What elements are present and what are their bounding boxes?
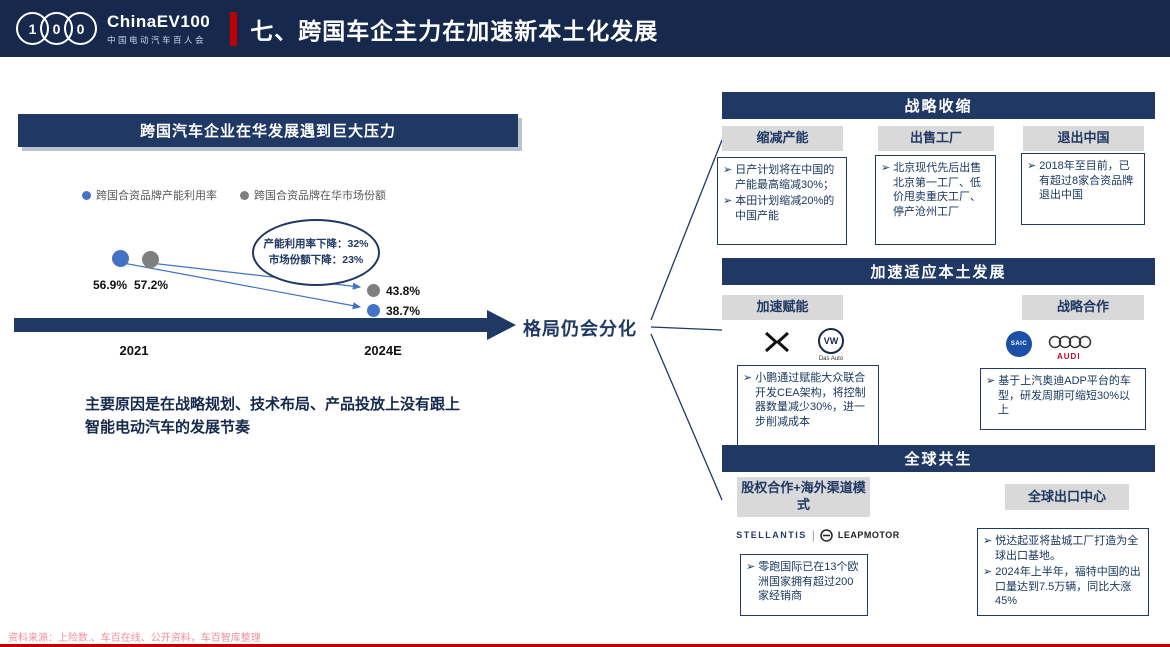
datapoint-share-2024 (367, 284, 380, 297)
brand-block: ChinaEV100 中国电动汽车百人会 (107, 12, 210, 46)
vw-logo: VW (818, 328, 844, 354)
datapoint-capacity-2021 (112, 250, 129, 267)
bullet-ford-export: ➢ 2024年上半年，福特中国的出口量达到7.5万辆，同比大涨45% (983, 566, 1141, 608)
textbox-reduce-capacity: ➢ 日产计划将在中国的产能最高缩减30%； ➢ 本田计划缩减20%的中国产能 (717, 157, 847, 245)
logo-separator: | (811, 528, 815, 542)
center-branch-label: 格局仍会分化 (523, 319, 637, 339)
textbox-leapmotor-international: ➢ 零跑国际已在13个欧洲国家拥有超过200家经销商 (740, 554, 868, 616)
bullet-leapmotor-dealers: ➢ 零跑国际已在13个欧洲国家拥有超过200家经销商 (746, 561, 859, 603)
legend-label-capacity: 跨国合资品牌产能利用率 (96, 190, 217, 202)
timeline-bar (14, 318, 488, 332)
stellantis-leapmotor-logos: STELLANTIS | LEAPMOTOR (722, 528, 914, 542)
leapmotor-icon (820, 528, 833, 542)
value-capacity-2024: 38.7% (386, 304, 421, 318)
decline-callout: 产能利用率下降：32% 市场份额下降：23% (252, 219, 380, 286)
textbox-sell-factories: ➢ 北京现代先后出售北京第一工厂、低价甩卖重庆工厂、停产沧州工厂 (875, 155, 996, 245)
vw-monogram: VW (823, 336, 839, 346)
x-label-2024e: 2024E (364, 343, 402, 358)
bullet-nissan: ➢ 日产计划将在中国的产能最高缩减30%； (723, 164, 835, 191)
xpeng-logo (764, 331, 790, 353)
left-panel-note: 主要原因是在战略规划、技术布局、产品投放上没有跟上智能电动汽车的发展节奏 (85, 396, 461, 437)
datapoint-share-2021 (142, 251, 159, 268)
subheader-global-export-center: 全球出口中心 (1005, 484, 1129, 510)
ev100-logo: 1 0 0 (16, 12, 97, 45)
callout-line-share: 市场份额下降：23% (268, 253, 364, 266)
brand-name: ChinaEV100 (107, 11, 211, 31)
brand-subtitle: 中国电动汽车百人会 (107, 34, 207, 45)
saic-wordmark: SAIC (1010, 341, 1028, 347)
value-share-2024: 43.8% (386, 284, 421, 298)
source-note: 资料来源：上险数.、车百在线、公开资料，车百智库整理 (8, 633, 261, 644)
logo-ring-3: 0 (64, 12, 97, 45)
leapmotor-wordmark: LEAPMOTOR (837, 530, 900, 540)
value-share-2021: 57.2% (134, 278, 169, 292)
value-capacity-2021: 56.9% (93, 278, 128, 292)
legend-item-share: 跨国合资品牌在华市场份额 (240, 187, 386, 203)
textbox-saic-audi: ➢ 基于上汽奥迪ADP平台的车型，研发周期可缩短30%以上 (980, 368, 1146, 430)
subheader-reduce-capacity: 缩减产能 (722, 126, 843, 151)
bullet-kia-yancheng: ➢ 悦达起亚将盐城工厂打造为全球出口基地。 (983, 535, 1139, 562)
bullet-honda: ➢ 本田计划缩减20%的中国产能 (723, 195, 835, 222)
left-panel-title: 跨国汽车企业在华发展遇到巨大压力 (18, 114, 518, 147)
bullet-saic-audi-adp: ➢ 基于上汽奥迪ADP平台的车型，研发周期可缩短30%以上 (986, 375, 1131, 417)
section-title-strategic-contraction: 战略收缩 (722, 92, 1155, 119)
vw-caption: Das Auto (818, 356, 844, 362)
stellantis-wordmark: STELLANTIS (736, 530, 807, 540)
textbox-xpeng-vw: ➢ 小鹏通过赋能大众联合开发CEA架构，将控制器数量减少30%，进一步削减成本 (737, 365, 879, 453)
section-title-global-symbiosis: 全球共生 (722, 445, 1155, 472)
textbox-exit-china: ➢ 2018年至目前，已有超过8家合资品牌退出中国 (1021, 153, 1145, 225)
bullet-beijing-hyundai: ➢ 北京现代先后出售北京第一工厂、低价甩卖重庆工厂、停产沧州工厂 (881, 162, 982, 218)
slide-title: 七、跨国车企主力在加速新本土化发展 (250, 17, 659, 44)
legend-dot-gray (240, 190, 249, 200)
legend-dot-blue (82, 190, 91, 200)
datapoint-capacity-2024 (367, 304, 380, 317)
subheader-exit-china: 退出中国 (1023, 126, 1144, 151)
section-title-local-adaptation: 加速适应本土发展 (722, 258, 1155, 285)
audi-rings-icon (1048, 335, 1092, 349)
bullet-xpeng-vw-cea: ➢ 小鹏通过赋能大众联合开发CEA架构，将控制器数量减少30%，进一步削减成本 (743, 372, 866, 428)
textbox-global-export: ➢ 悦达起亚将盐城工厂打造为全球出口基地。 ➢ 2024年上半年，福特中国的出口… (977, 528, 1149, 616)
audi-wordmark: AUDI (1057, 352, 1081, 361)
subheader-strategic-cooperation: 战略合作 (1022, 295, 1144, 320)
saic-logo: SAIC (1006, 331, 1032, 357)
header-bar: 1 0 0 ChinaEV100 中国电动汽车百人会 七、跨国车企主力在加速新本… (0, 0, 1170, 57)
legend-item-capacity: 跨国合资品牌产能利用率 (82, 187, 217, 203)
x-label-2021: 2021 (119, 343, 149, 358)
callout-line-capacity: 产能利用率下降：32% (263, 237, 369, 250)
bottom-accent-line (0, 644, 1170, 647)
subheader-sell-factories: 出售工厂 (878, 126, 994, 151)
title-accent-bar (230, 11, 238, 46)
timeline-arrowhead (487, 310, 516, 340)
subheader-equity-overseas-channel: 股权合作+海外渠道模式 (737, 477, 870, 517)
bullet-exit-brands: ➢ 2018年至目前，已有超过8家合资品牌退出中国 (1027, 160, 1134, 202)
legend-label-share: 跨国合资品牌在华市场份额 (254, 190, 386, 202)
subheader-accelerate-empowerment: 加速赋能 (722, 295, 843, 320)
